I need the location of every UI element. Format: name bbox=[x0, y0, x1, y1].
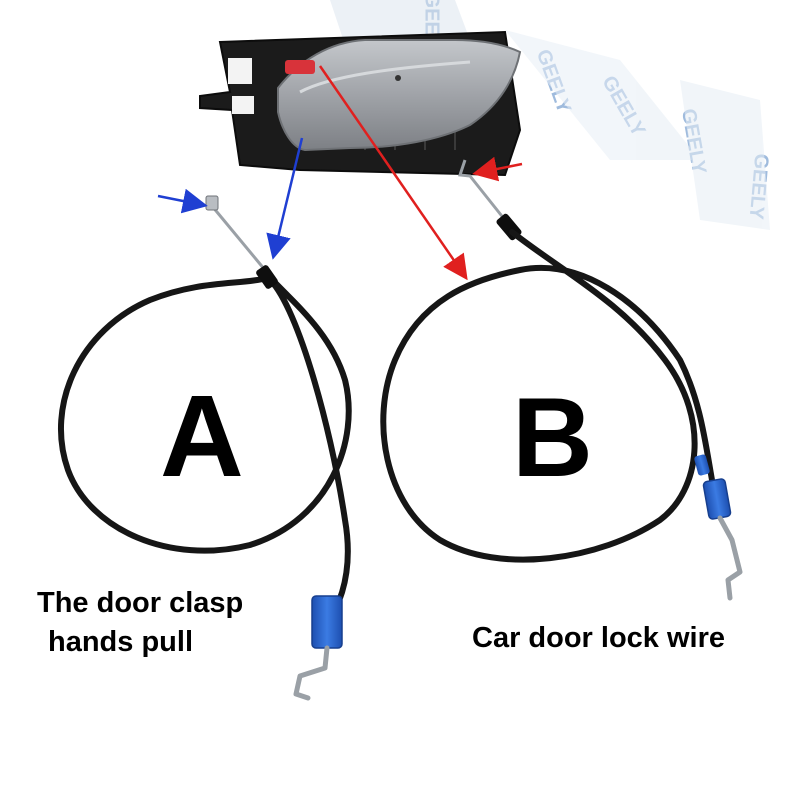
red-arrow-2 bbox=[472, 156, 523, 182]
metal-hook-a bbox=[293, 645, 330, 701]
cable-end-nipple bbox=[205, 195, 219, 211]
blue-connector-b bbox=[702, 478, 732, 520]
packaging-tape bbox=[330, 0, 770, 230]
cable-b bbox=[380, 159, 743, 601]
door-handle-assembly bbox=[199, 30, 522, 177]
caption-a-line-1: The door clasp bbox=[37, 587, 244, 619]
caption-b: Car door lock wire bbox=[472, 622, 726, 654]
cable-a bbox=[58, 195, 352, 701]
bracket-slot bbox=[232, 96, 254, 114]
blue-clip-b bbox=[694, 454, 710, 476]
label-b: B bbox=[512, 375, 593, 500]
blue-arrow-2 bbox=[266, 137, 304, 260]
blue-arrow-1 bbox=[157, 188, 208, 214]
metal-hook-b bbox=[717, 515, 743, 601]
lock-tab bbox=[285, 60, 315, 74]
label-a: A bbox=[160, 371, 244, 501]
bracket-slot bbox=[228, 58, 252, 84]
red-arrow-1 bbox=[318, 65, 468, 281]
caption-a-line-2: hands pull bbox=[48, 626, 193, 658]
blue-connector-a bbox=[311, 595, 343, 649]
